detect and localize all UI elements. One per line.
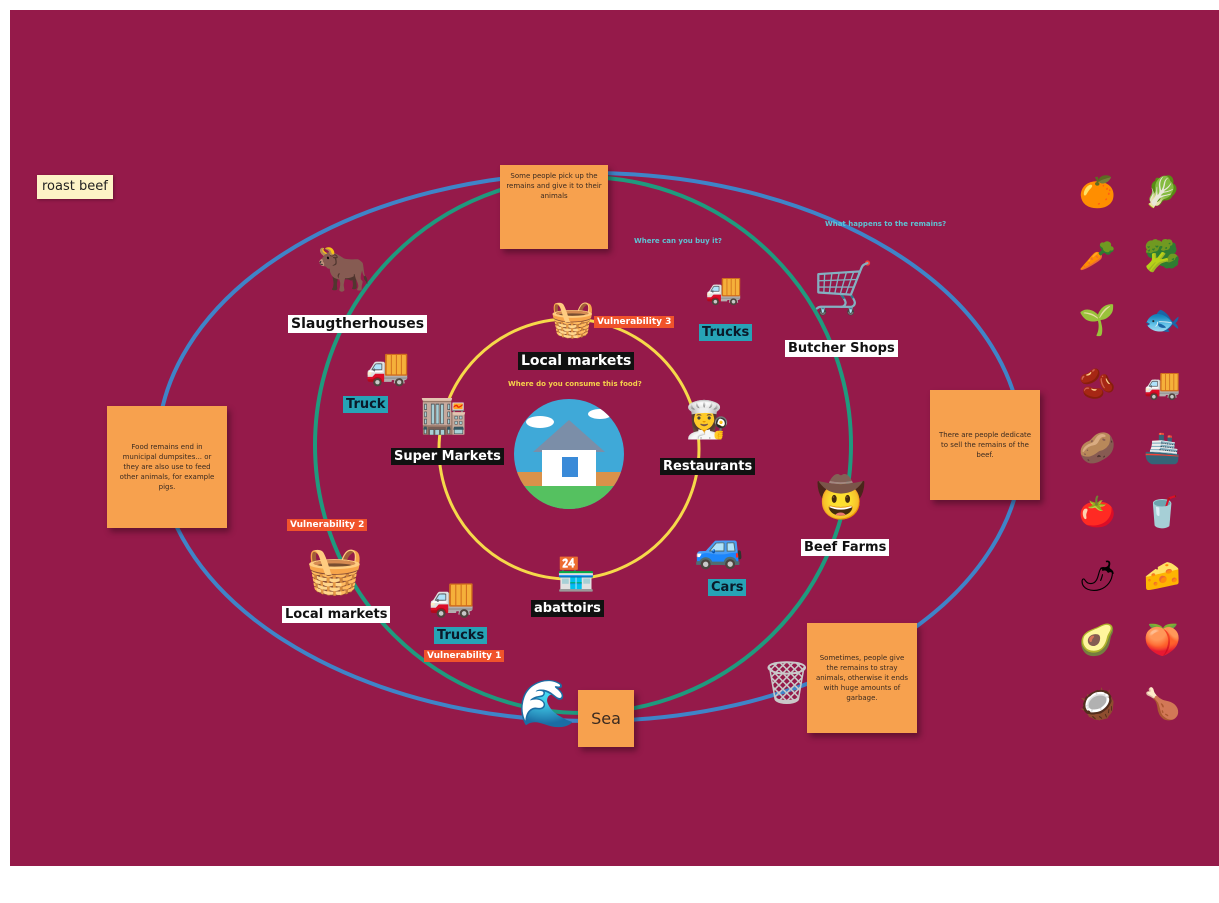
note-right[interactable]: There are people dedicate to sell the re… — [930, 390, 1040, 500]
label-restaurants: Restaurants — [660, 458, 756, 475]
truck-icon[interactable]: 🚚 — [1143, 367, 1182, 402]
note-left-text: Food remains end in municipal dumpsites.… — [119, 443, 215, 491]
note-sea[interactable]: Sea — [578, 690, 634, 747]
note-sea-text: Sea — [591, 709, 621, 728]
note-roast-beef[interactable]: roast beef — [37, 175, 113, 199]
vulnerability-3-tag: Vulnerability 3 — [594, 316, 675, 328]
note-right-text: There are people dedicate to sell the re… — [938, 431, 1032, 459]
beans-icon[interactable]: 🫘 — [1078, 367, 1117, 402]
fruits-icon[interactable]: 🍑 — [1143, 623, 1182, 658]
seedling-icon[interactable]: 🌱 — [1078, 303, 1117, 338]
supermarket-icon: 🏬 — [420, 392, 468, 436]
label-local-markets-inner: Local markets — [518, 352, 635, 370]
label-local-markets-outer: Local markets — [282, 606, 391, 623]
shop-icon: 🏪 — [556, 555, 596, 593]
orange-icon[interactable]: 🍊 — [1078, 175, 1117, 210]
carrot-icon[interactable]: 🥕 — [1078, 239, 1117, 274]
vulnerability-1-tag: Vulnerability 1 — [424, 650, 505, 662]
label-truck: Truck — [343, 396, 389, 413]
chicken-legs-icon[interactable]: 🍗 — [1143, 687, 1182, 722]
cow-icon: 🐂 — [316, 244, 371, 295]
shopping-cart-icon: 🛒 — [812, 259, 875, 317]
fish-icon[interactable]: 🐟 — [1143, 303, 1182, 338]
food-truck-icon: 🚚 — [365, 347, 410, 388]
label-cars: Cars — [708, 579, 747, 596]
pickup-truck-icon: 🚚 — [705, 272, 743, 307]
note-top[interactable]: Some people pick up the remains and give… — [500, 165, 608, 249]
ship-icon[interactable]: 🚢 — [1143, 431, 1182, 466]
potato-icon[interactable]: 🥔 — [1078, 431, 1117, 466]
drink-cup-icon[interactable]: 🥤 — [1143, 495, 1182, 530]
chili-pepper-icon[interactable]: 🌶 — [1078, 559, 1117, 594]
note-bottom-right-text: Sometimes, people give the remains to st… — [815, 654, 909, 702]
question-buy: Where can you buy it? — [634, 237, 722, 245]
lettuce-icon[interactable]: 🥬 — [1143, 175, 1182, 210]
note-top-text: Some people pick up the remains and give… — [506, 172, 602, 200]
food-icon-palette: 🍊 🥬 🥕 🥦 🌱 🐟 🫘 🚚 🥔 🚢 🍅 🥤 🌶 🧀 🥑 🍑 🥥 🍗 — [1065, 178, 1195, 758]
label-beef-farms: Beef Farms — [801, 539, 890, 556]
label-slaughterhouses: Slaugtherhouses — [288, 315, 428, 333]
label-trucks-top: Trucks — [699, 324, 753, 341]
image-credit: Image: ©UNICEF Guatemala — [37, 868, 234, 885]
question-remains: What happens to the remains? — [825, 220, 947, 228]
question-consume: Where do you consume this food? — [508, 380, 642, 388]
tomato-icon[interactable]: 🍅 — [1078, 495, 1117, 530]
chef-icon: 👩‍🍳 — [685, 400, 730, 441]
vulnerability-2-tag: Vulnerability 2 — [287, 519, 368, 531]
label-butcher-shops: Butcher Shops — [785, 340, 898, 357]
coconut-icon[interactable]: 🥥 — [1078, 687, 1117, 722]
trash-bin-icon: 🗑 — [760, 658, 814, 707]
wave-icon: 🌊 — [518, 676, 576, 730]
house-icon — [514, 399, 624, 509]
avocado-icon[interactable]: 🥑 — [1078, 623, 1117, 658]
car-icon: 🚙 — [694, 525, 744, 571]
label-abattoirs: abattoirs — [531, 600, 604, 617]
whiteboard-canvas: roast beef Some people pick up the remai… — [10, 10, 1219, 866]
label-trucks-bottom: Trucks — [434, 627, 488, 644]
cheese-icon[interactable]: 🧀 — [1143, 559, 1182, 594]
fruit-basket-large-icon: 🧺 — [306, 543, 364, 597]
cowboy-icon: 🤠 — [816, 475, 866, 521]
broccoli-icon[interactable]: 🥦 — [1143, 239, 1182, 274]
fruit-basket-icon: 🧺 — [550, 299, 595, 340]
image-credit-prefix: Image: — [37, 868, 86, 885]
note-left[interactable]: Food remains end in municipal dumpsites.… — [107, 406, 227, 528]
delivery-truck-icon: 🚚 — [428, 575, 476, 619]
label-super-markets: Super Markets — [391, 448, 504, 465]
note-bottom-right[interactable]: Sometimes, people give the remains to st… — [807, 623, 917, 733]
image-credit-text: ©UNICEF Guatemala — [89, 868, 234, 885]
